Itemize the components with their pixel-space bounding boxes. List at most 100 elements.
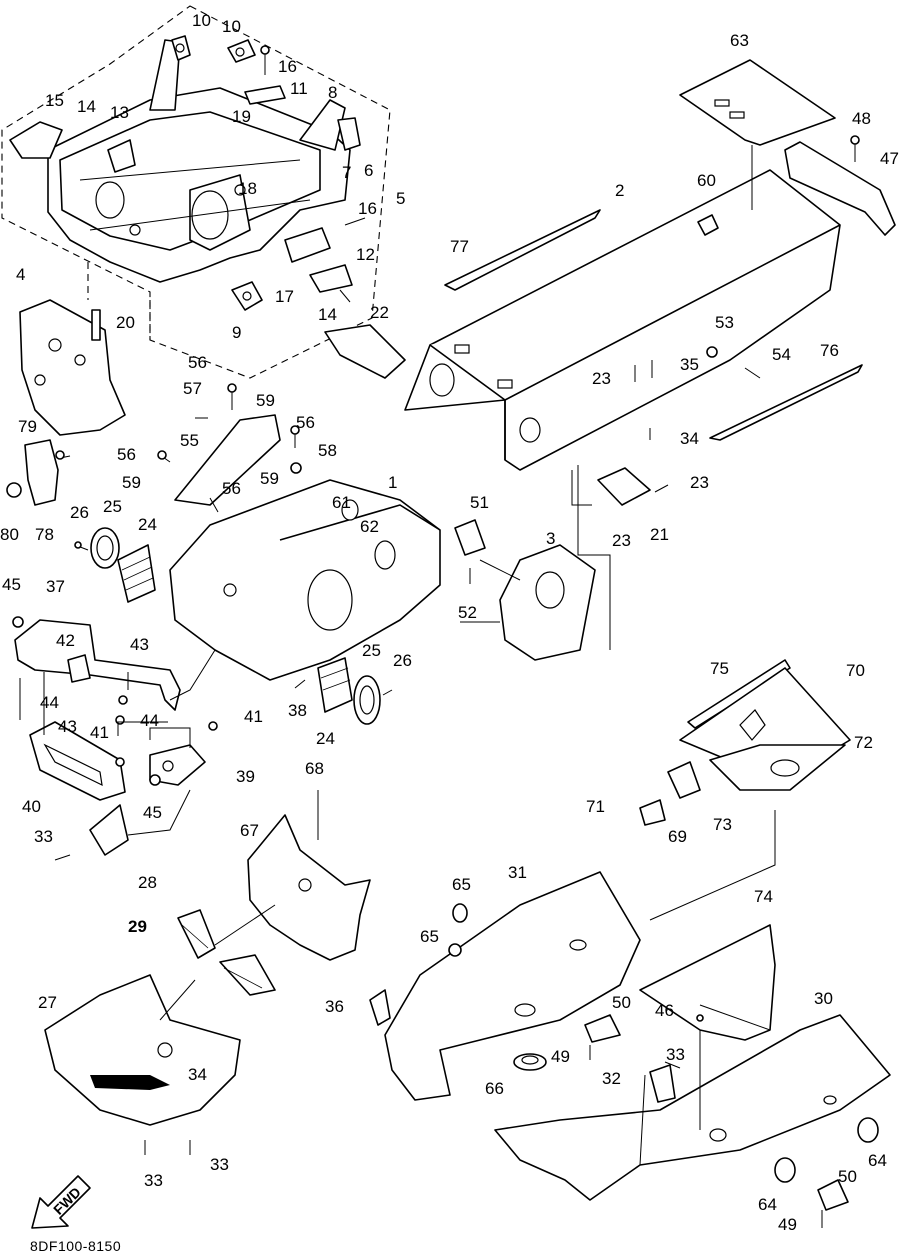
bracket-part-55[interactable]: [174, 414, 281, 506]
callout-60[interactable]: 60: [697, 171, 716, 190]
bracket-part-36[interactable]: [369, 989, 391, 1026]
mount-part-9[interactable]: [231, 281, 263, 311]
callout-64[interactable]: 64: [758, 1195, 777, 1214]
callout-77[interactable]: 77: [450, 237, 469, 256]
callout-14[interactable]: 14: [77, 97, 96, 116]
callout-35[interactable]: 35: [680, 355, 699, 374]
callout-24[interactable]: 24: [138, 515, 157, 534]
callout-5[interactable]: 5: [396, 189, 405, 208]
gasket-part-25b[interactable]: [353, 675, 381, 725]
panel-part-74[interactable]: [639, 924, 776, 1041]
grommet-part-65a[interactable]: [452, 903, 468, 923]
guard-part-22[interactable]: [324, 324, 406, 379]
callout-61[interactable]: 61: [332, 493, 351, 512]
callout-54[interactable]: 54: [772, 345, 791, 364]
grommet-part-64b[interactable]: [774, 1157, 796, 1183]
bracket-part-50b[interactable]: [817, 1179, 849, 1211]
callout-25[interactable]: 25: [362, 641, 381, 660]
callout-28[interactable]: 28: [138, 873, 157, 892]
callout-22[interactable]: 22: [370, 303, 389, 322]
callout-37[interactable]: 37: [46, 577, 65, 596]
callout-45[interactable]: 45: [143, 803, 162, 822]
callout-79[interactable]: 79: [18, 417, 37, 436]
callout-13[interactable]: 13: [110, 103, 129, 122]
callout-16[interactable]: 16: [278, 57, 297, 76]
callout-17[interactable]: 17: [275, 287, 294, 306]
callout-55[interactable]: 55: [180, 431, 199, 450]
plate-part-60[interactable]: [697, 214, 719, 236]
callout-76[interactable]: 76: [820, 341, 839, 360]
bracket-part-4[interactable]: [19, 299, 126, 436]
callout-53[interactable]: 53: [715, 313, 734, 332]
callout-40[interactable]: 40: [22, 797, 41, 816]
side-cover-part-30[interactable]: [494, 1014, 891, 1201]
callout-56[interactable]: 56: [188, 353, 207, 372]
callout-26[interactable]: 26: [393, 651, 412, 670]
bracket-part-12[interactable]: [309, 264, 353, 293]
boot-part-24a[interactable]: [117, 544, 156, 603]
callout-42[interactable]: 42: [56, 631, 75, 650]
callout-33[interactable]: 33: [34, 827, 53, 846]
callout-30[interactable]: 30: [814, 989, 833, 1008]
plate-part-51[interactable]: [454, 519, 486, 556]
callout-70[interactable]: 70: [846, 661, 865, 680]
callout-24[interactable]: 24: [316, 729, 335, 748]
callout-33[interactable]: 33: [666, 1045, 685, 1064]
callout-33[interactable]: 33: [144, 1171, 163, 1190]
callout-26[interactable]: 26: [70, 503, 89, 522]
bracket-part-28[interactable]: [89, 804, 129, 856]
callout-62[interactable]: 62: [360, 517, 379, 536]
callout-56[interactable]: 56: [117, 445, 136, 464]
damper-part-10b[interactable]: [227, 39, 256, 63]
bracket-part-21[interactable]: [597, 467, 651, 506]
callout-75[interactable]: 75: [710, 659, 729, 678]
callout-58[interactable]: 58: [318, 441, 337, 460]
bracket-part-42[interactable]: [67, 654, 91, 683]
callout-23[interactable]: 23: [592, 369, 611, 388]
callout-31[interactable]: 31: [508, 863, 527, 882]
callout-34[interactable]: 34: [188, 1065, 207, 1084]
callout-65[interactable]: 65: [420, 927, 439, 946]
bracket-part-11[interactable]: [244, 85, 286, 105]
callout-59[interactable]: 59: [260, 469, 279, 488]
callout-29[interactable]: 29: [128, 917, 147, 936]
callout-45[interactable]: 45: [2, 575, 21, 594]
callout-39[interactable]: 39: [236, 767, 255, 786]
callout-34[interactable]: 34: [680, 429, 699, 448]
gasket-part-25a[interactable]: [90, 527, 120, 569]
callout-6[interactable]: 6: [364, 161, 373, 180]
callout-14[interactable]: 14: [318, 305, 337, 324]
callout-44[interactable]: 44: [40, 693, 59, 712]
callout-59[interactable]: 59: [122, 473, 141, 492]
callout-41[interactable]: 41: [244, 707, 263, 726]
mesh-part-29[interactable]: [177, 909, 276, 996]
cover-part-67[interactable]: [247, 814, 371, 961]
callout-44[interactable]: 44: [140, 711, 159, 730]
callout-50[interactable]: 50: [838, 1167, 857, 1186]
callout-56[interactable]: 56: [296, 413, 315, 432]
side-cover-part-31[interactable]: [384, 871, 641, 1101]
callout-2[interactable]: 2: [615, 181, 624, 200]
bracket-part-3[interactable]: [499, 544, 596, 661]
callout-41[interactable]: 41: [90, 723, 109, 742]
callout-78[interactable]: 78: [35, 525, 54, 544]
callout-67[interactable]: 67: [240, 821, 259, 840]
callout-49[interactable]: 49: [778, 1215, 797, 1234]
callout-49[interactable]: 49: [551, 1047, 570, 1066]
callout-16[interactable]: 16: [358, 199, 377, 218]
trim-part-75[interactable]: [687, 659, 791, 729]
panel-part-72[interactable]: [709, 744, 846, 791]
callout-25[interactable]: 25: [103, 497, 122, 516]
front-frame-part-1[interactable]: [169, 479, 441, 681]
bumper-part-37[interactable]: [14, 619, 181, 711]
damper-part-10a[interactable]: [171, 35, 191, 61]
callout-65[interactable]: 65: [452, 875, 471, 894]
bracket-part-32[interactable]: [649, 1064, 676, 1103]
callout-12[interactable]: 12: [356, 245, 375, 264]
callout-23[interactable]: 23: [690, 473, 709, 492]
lower-cowl-part-27[interactable]: [44, 974, 241, 1126]
callout-66[interactable]: 66: [485, 1079, 504, 1098]
trim-part-76[interactable]: [709, 364, 863, 441]
callout-71[interactable]: 71: [586, 797, 605, 816]
callout-73[interactable]: 73: [713, 815, 732, 834]
